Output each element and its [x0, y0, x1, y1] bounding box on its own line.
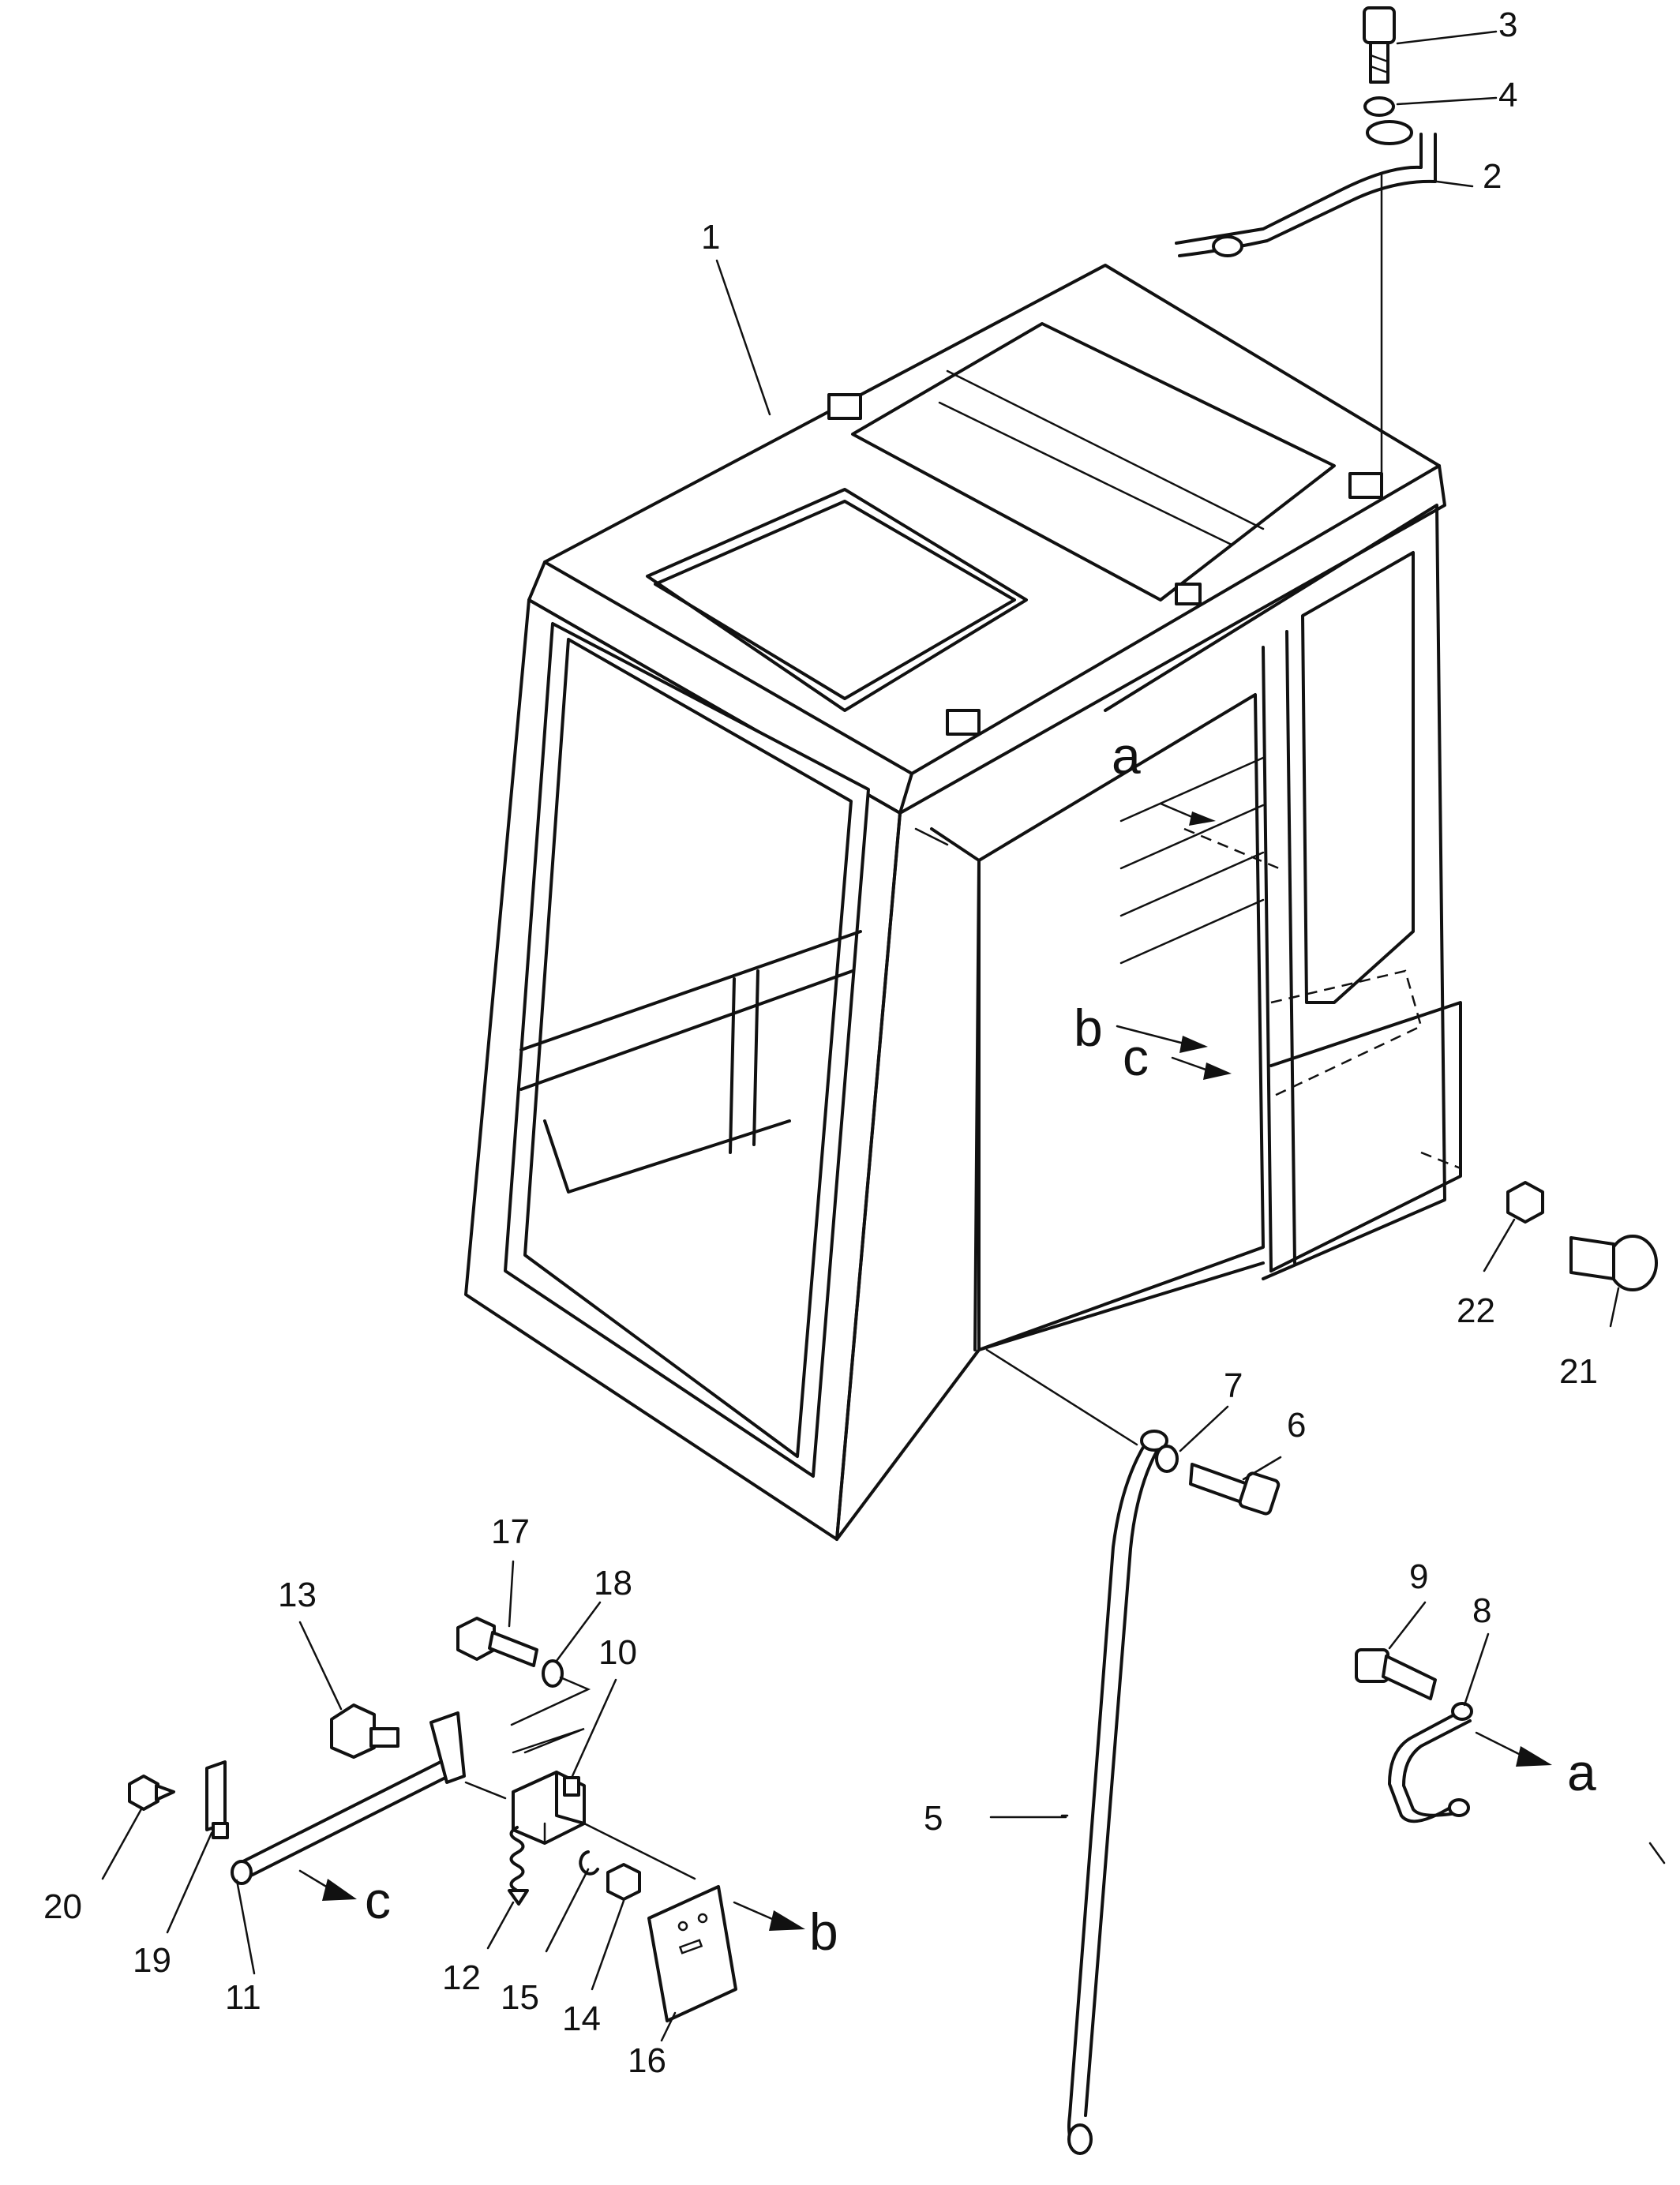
leader-lines [101, 30, 1620, 2042]
part-6-bolt [1189, 1463, 1281, 1516]
part-4-washer [1363, 96, 1395, 117]
part-10-latch [464, 1727, 696, 1880]
label-6: 6 [1287, 1406, 1306, 1445]
label-3: 3 [1498, 6, 1517, 44]
label-13: 13 [278, 1576, 317, 1614]
label-9: 9 [1409, 1557, 1428, 1596]
part-19-bracket [205, 1760, 229, 1839]
label-8: 8 [1472, 1591, 1491, 1630]
part-3-bolt [1363, 6, 1396, 84]
label-12: 12 [442, 1958, 481, 1997]
part-8-bracket [1388, 1702, 1473, 1823]
part-14-nut [606, 1863, 641, 1901]
label-2: 2 [1483, 157, 1502, 196]
part-21-knob [1569, 1235, 1658, 1291]
part-labels: 1 2 3 4 5 6 7 8 9 10 11 12 13 14 15 16 1… [43, 6, 1598, 2080]
part-22-nut [1506, 1181, 1544, 1224]
part-2-handle [1175, 120, 1437, 475]
label-19: 19 [133, 1941, 171, 1980]
view-ref-labels: a b c a b c [365, 726, 1596, 1961]
view-ref-b-plate: b [809, 1902, 838, 1961]
rear-window [1301, 551, 1415, 1004]
label-7: 7 [1224, 1366, 1243, 1405]
label-15: 15 [501, 1978, 539, 2017]
roof-hatch-rear [851, 322, 1336, 602]
label-4: 4 [1498, 76, 1517, 114]
view-ref-b-cab: b [1074, 999, 1103, 1057]
label-16: 16 [628, 2041, 666, 2080]
label-1: 1 [701, 218, 720, 257]
stray-mark [1648, 1842, 1666, 1865]
part-18-washer [542, 1659, 564, 1688]
part-11-pin [231, 1711, 466, 1885]
part-16-plate [647, 1885, 737, 2022]
part-7-washer [1155, 1445, 1179, 1473]
label-10: 10 [598, 1633, 637, 1672]
label-11: 11 [225, 1978, 261, 2017]
label-22: 22 [1457, 1291, 1495, 1330]
label-18: 18 [594, 1564, 632, 1602]
view-ref-a-bracket: a [1567, 1743, 1596, 1801]
part-12-spring [508, 1826, 529, 1906]
label-20: 20 [43, 1887, 82, 1926]
rear-wall [977, 693, 1265, 1351]
view-ref-c-cab: c [1123, 1028, 1149, 1086]
part-5-rod [985, 1348, 1168, 2155]
part-20-nut [128, 1775, 175, 1811]
part-13-knob [330, 1703, 399, 1759]
view-arrows [298, 802, 1552, 1931]
label-21: 21 [1559, 1352, 1598, 1391]
part-15-ring [579, 1850, 599, 1876]
view-ref-c-pin: c [365, 1871, 391, 1929]
label-17: 17 [491, 1512, 530, 1551]
view-ref-a-cab: a [1112, 726, 1141, 785]
cab-frame [464, 264, 1462, 1541]
part-17-bolt [456, 1617, 538, 1667]
front-window [504, 622, 870, 1478]
label-14: 14 [562, 1999, 601, 2038]
part-9-bolt [1355, 1648, 1437, 1700]
label-5: 5 [924, 1799, 943, 1838]
